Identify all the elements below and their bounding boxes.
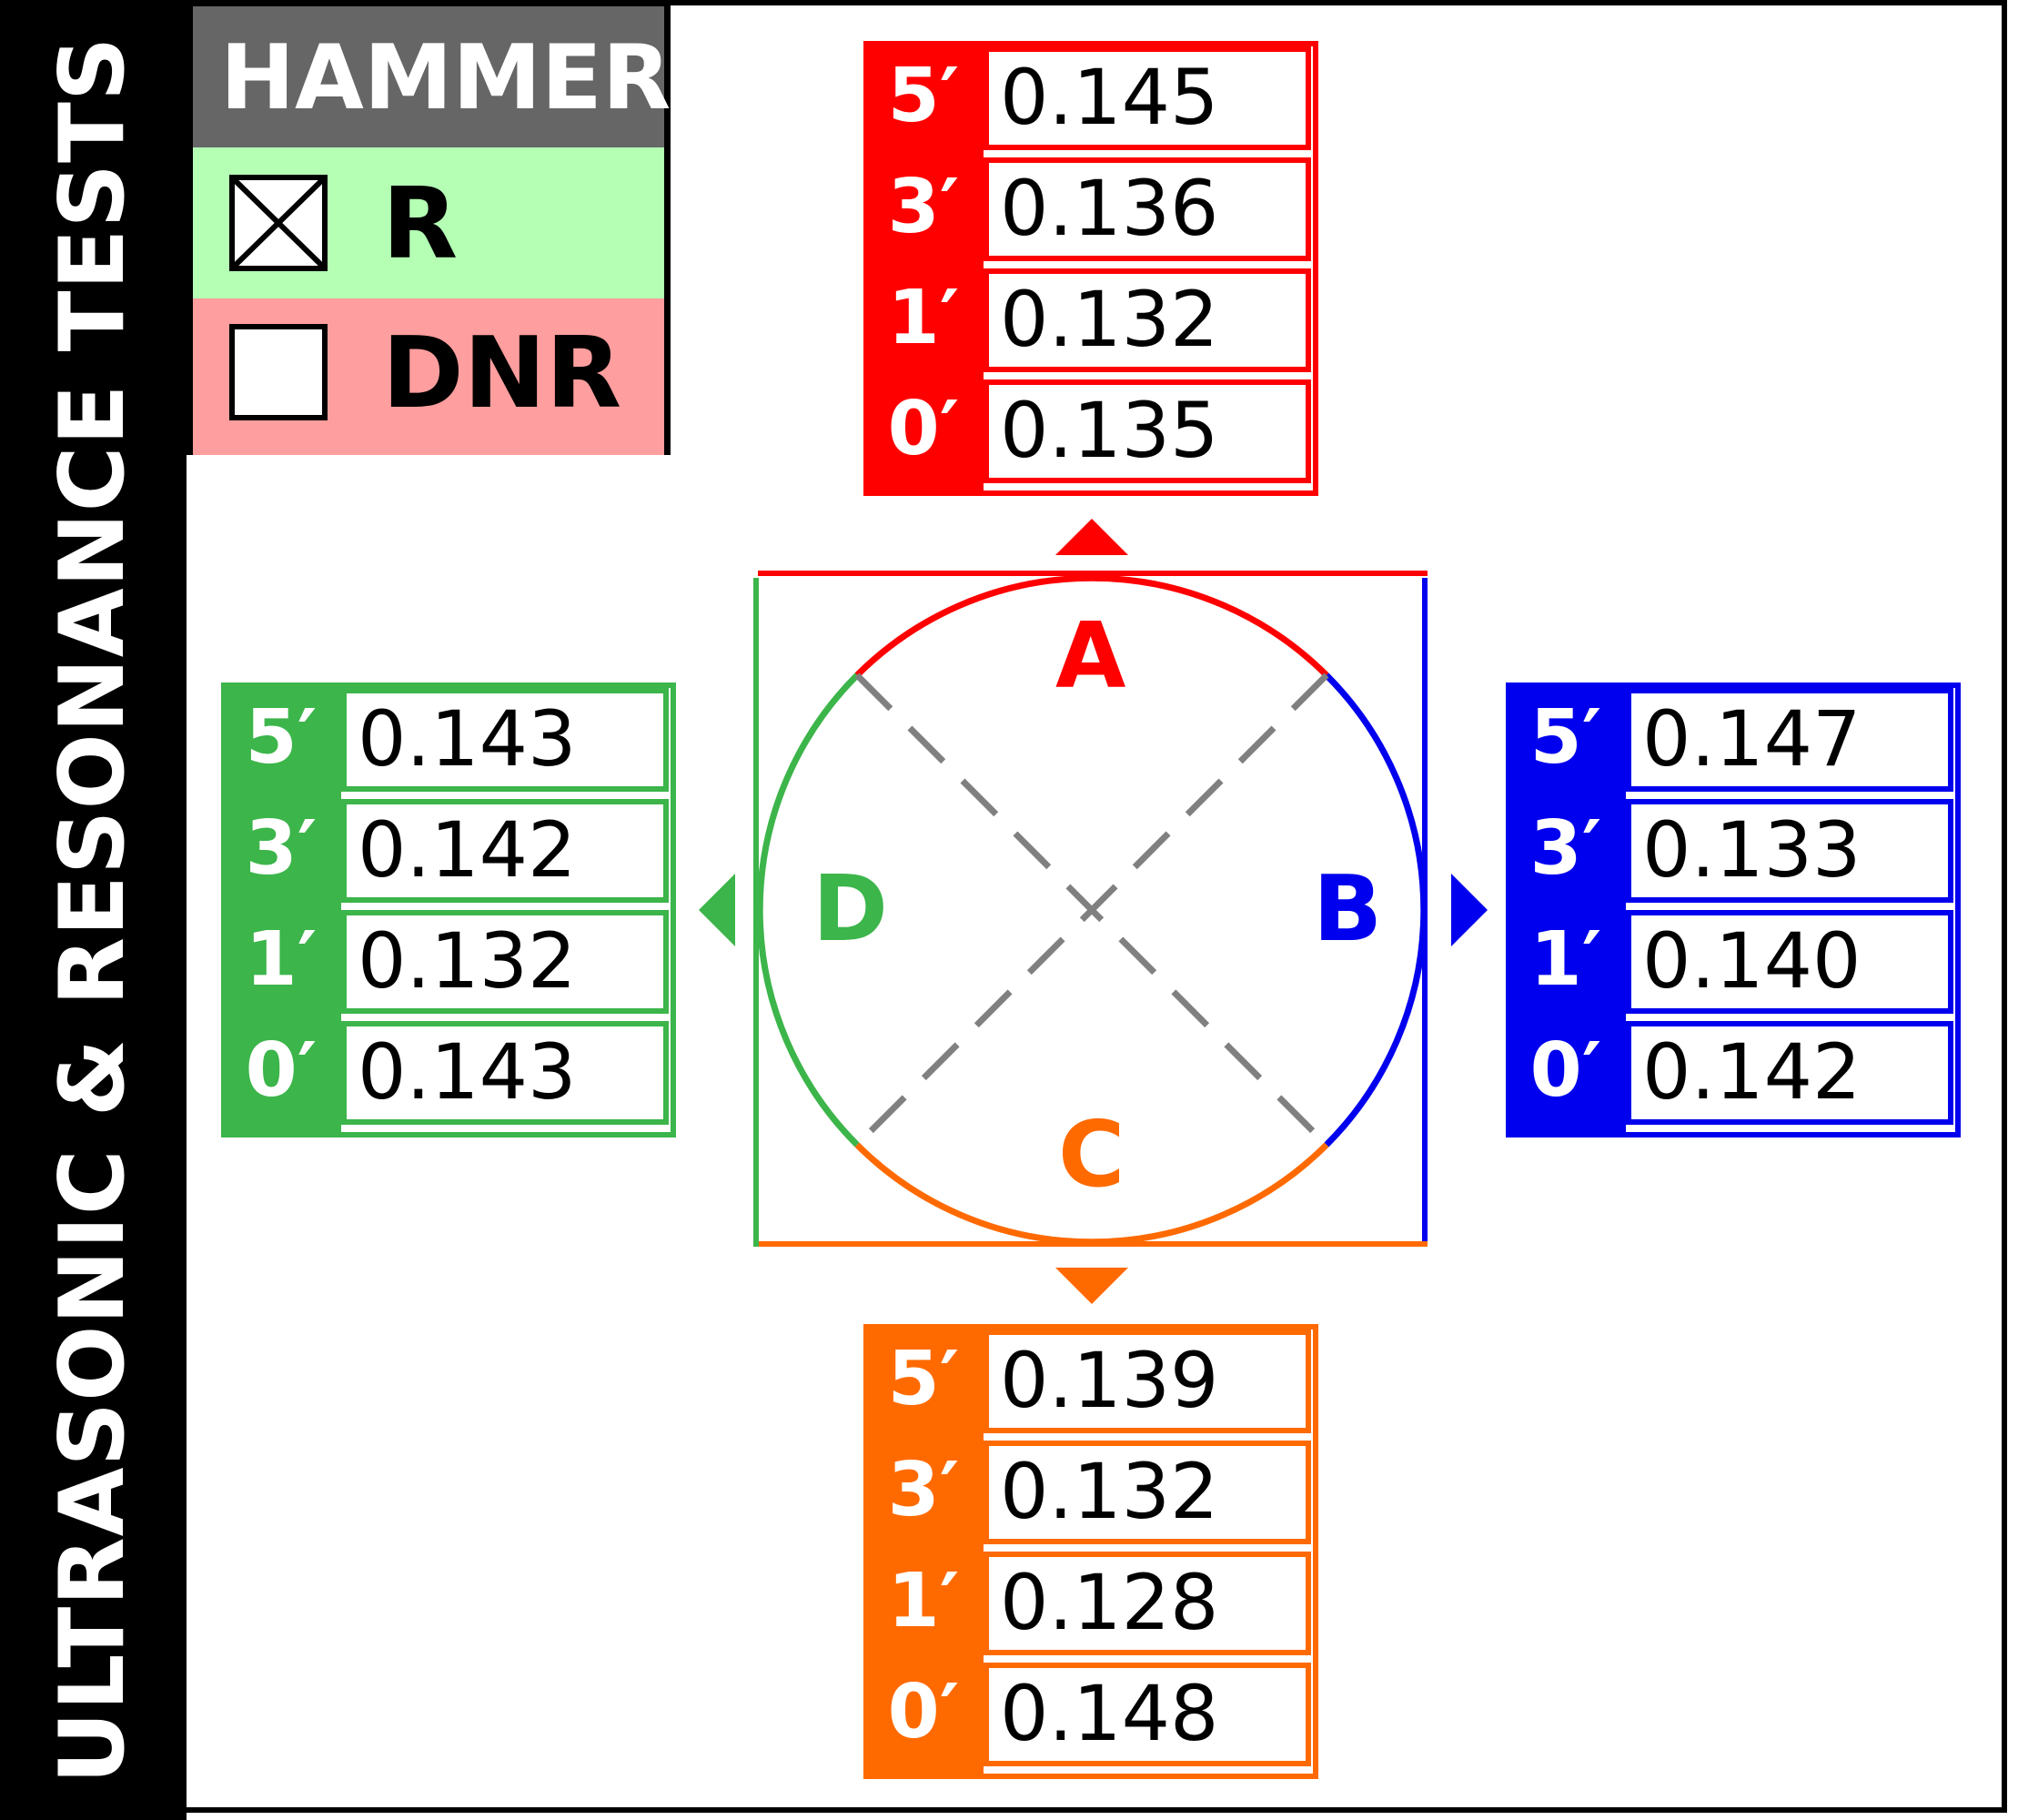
depth-label: 1′	[887, 1558, 960, 1644]
page-frame	[187, 0, 2007, 1813]
side-c-readings-table: 5′ 0.139 3′ 0.132 1′ 0.128 0′ 0.148	[863, 1324, 1318, 1779]
reading-value-cell: 0.143	[341, 1021, 669, 1125]
arrow-up-icon	[1055, 519, 1128, 555]
side-c-label: C	[1058, 1101, 1125, 1208]
depth-label: 3′	[1529, 805, 1602, 892]
depth-column	[863, 41, 984, 496]
reading-value-cell: 0.147	[1626, 688, 1953, 792]
side-d-label: D	[812, 855, 889, 962]
reading-value-cell: 0.135	[984, 379, 1311, 483]
depth-label: 1′	[1529, 916, 1602, 1003]
reading-value-cell: 0.142	[1626, 1021, 1953, 1125]
reading-value-cell: 0.136	[984, 157, 1311, 261]
reading-value-cell: 0.142	[341, 799, 669, 903]
side-a-readings-table: 5′ 0.145 3′ 0.136 1′ 0.132 0′ 0.135	[863, 41, 1318, 496]
depth-label: 0′	[1529, 1027, 1602, 1114]
depth-label: 0′	[887, 1669, 960, 1755]
sidebar: ULTRASONIC & RESONANCE TESTS	[0, 0, 187, 1820]
reading-value-cell: 0.132	[341, 910, 669, 1014]
hammer-legend: HAMMER R DNR	[187, 0, 671, 455]
reading-value-cell: 0.140	[1626, 910, 1953, 1014]
depth-label: 3′	[245, 805, 318, 892]
arc-a	[854, 574, 1329, 678]
arc-d	[756, 672, 860, 1148]
depth-column	[221, 682, 341, 1138]
depth-label: 3′	[887, 164, 960, 250]
arc-b	[1324, 672, 1428, 1148]
r-checkbox[interactable]	[229, 175, 328, 271]
reading-value-cell: 0.132	[984, 268, 1311, 372]
reading-value-cell: 0.148	[984, 1663, 1311, 1766]
legend-option-dnr[interactable]: DNR	[193, 298, 664, 455]
r-label: R	[382, 167, 459, 281]
depth-label: 3′	[887, 1447, 960, 1533]
legend-option-r[interactable]: R	[193, 147, 664, 298]
reading-value-cell: 0.145	[984, 46, 1311, 150]
side-a-label: A	[1055, 602, 1126, 709]
depth-column	[1506, 682, 1626, 1138]
dnr-checkbox[interactable]	[229, 324, 328, 420]
legend-heading: HAMMER	[220, 26, 671, 130]
depth-label: 1′	[245, 916, 318, 1003]
reading-value-cell: 0.143	[341, 688, 669, 792]
dnr-label: DNR	[382, 317, 622, 430]
reading-value-cell: 0.133	[1626, 799, 1953, 903]
depth-label: 0′	[887, 386, 960, 472]
depth-label: 5′	[887, 1336, 960, 1422]
arc-c	[854, 1142, 1329, 1246]
reading-value-cell: 0.128	[984, 1552, 1311, 1655]
side-b-label: B	[1313, 855, 1383, 962]
reading-value-cell: 0.139	[984, 1330, 1311, 1433]
arrow-right-icon	[1451, 874, 1488, 946]
depth-column	[863, 1324, 984, 1779]
legend-header: HAMMER	[193, 6, 671, 147]
arrow-down-icon	[1055, 1268, 1128, 1304]
side-b-readings-table: 5′ 0.147 3′ 0.133 1′ 0.140 0′ 0.142	[1506, 682, 1961, 1138]
depth-label: 1′	[887, 275, 960, 361]
checked-x-icon	[232, 177, 325, 268]
arrow-left-icon	[699, 874, 735, 946]
depth-label: 5′	[245, 694, 318, 781]
side-d-readings-table: 5′ 0.143 3′ 0.142 1′ 0.132 0′ 0.143	[221, 682, 676, 1138]
depth-label: 0′	[245, 1027, 318, 1114]
depth-label: 5′	[887, 53, 960, 139]
diagonal-line-2	[854, 672, 1329, 1148]
reading-value-cell: 0.132	[984, 1441, 1311, 1544]
depth-label: 5′	[1529, 694, 1602, 781]
